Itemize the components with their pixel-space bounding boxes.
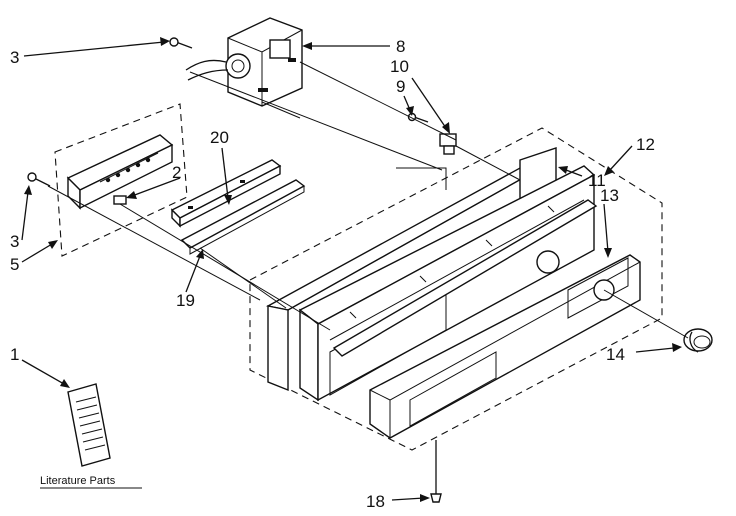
literature-booklet (67, 383, 111, 467)
callout-19: 19 (176, 291, 195, 310)
callout-1: 1 (10, 345, 19, 364)
callout-3-top: 3 (10, 48, 19, 67)
literature-parts-label: Literature Parts (40, 475, 116, 487)
switch-bracket-dashed-outline (54, 103, 188, 257)
callout-9: 9 (396, 77, 405, 96)
assembly-guide-lines (47, 61, 689, 339)
callout-20: 20 (210, 128, 229, 147)
front-panel (369, 254, 641, 439)
callout-12: 12 (636, 135, 655, 154)
door-switch (439, 133, 457, 155)
callout-10: 10 (390, 57, 409, 76)
timer-assembly (185, 17, 303, 107)
switch-clip (113, 195, 127, 205)
callout-2: 2 (172, 163, 181, 182)
callout-8: 8 (396, 37, 405, 56)
callout-13: 13 (600, 186, 619, 205)
callout-11: 11 (588, 171, 606, 190)
control-panel-dashed-outline (249, 127, 663, 451)
trim-rail-lower (180, 179, 306, 255)
screw-top (169, 37, 193, 49)
switch-bracket (66, 134, 174, 210)
callout-14: 14 (606, 345, 625, 364)
selector-knob (683, 328, 713, 353)
leader-lines (21, 37, 682, 502)
handle-insert (332, 199, 598, 357)
screw-left (27, 172, 51, 187)
callout-3-left: 3 (10, 232, 19, 251)
bottom-screw (430, 440, 442, 503)
callout-5: 5 (10, 255, 19, 274)
callout-18: 18 (366, 492, 385, 511)
